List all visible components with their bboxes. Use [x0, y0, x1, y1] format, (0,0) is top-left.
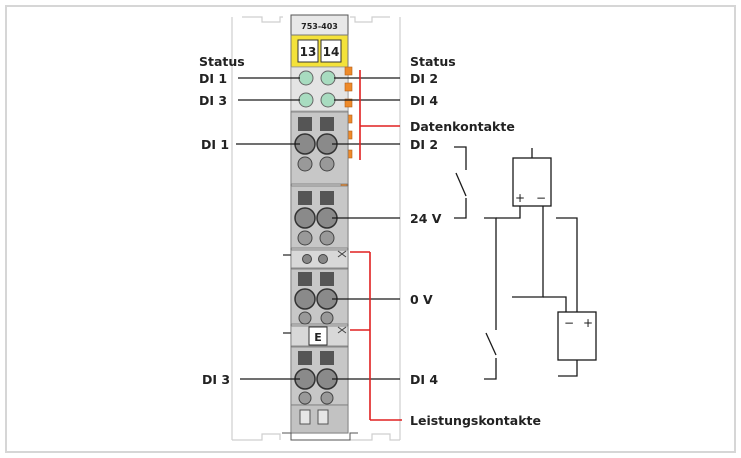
datenkontakte-label: Datenkontakte — [410, 119, 515, 134]
channel-number-right: 14 — [323, 45, 340, 59]
di4-led-label: DI 4 — [410, 93, 438, 108]
io-module: 753-403 13 14 — [282, 14, 358, 441]
svg-text:+: + — [583, 316, 593, 330]
supply-0v-label: 0 V — [410, 292, 433, 307]
power-contacts-bracket — [350, 251, 402, 421]
svg-text:−: − — [564, 316, 574, 330]
supply-24v-label: 24 V — [410, 211, 442, 226]
svg-text:−: − — [536, 191, 546, 205]
earth-marker-label: E — [314, 331, 322, 344]
release-button-7 — [298, 351, 312, 365]
led-di4 — [320, 92, 336, 108]
led-di3 — [298, 92, 314, 108]
di2-led-label: DI 2 — [410, 71, 438, 86]
di1-led-label: DI 1 — [199, 71, 227, 86]
led-di2 — [320, 70, 336, 86]
release-button-5 — [298, 272, 312, 286]
din-rail-carrier — [231, 16, 401, 441]
release-button-6 — [320, 272, 334, 286]
di3-led-label: DI 3 — [199, 93, 227, 108]
release-button-4 — [320, 191, 334, 205]
di2-terminal-label: DI 2 — [410, 137, 438, 152]
release-button-2 — [320, 117, 334, 131]
external-wiring — [454, 146, 597, 380]
data-contacts-bracket — [359, 70, 400, 160]
status-label-right: Status — [410, 54, 456, 69]
svg-text:+: + — [515, 191, 525, 205]
terminal-24v-a — [294, 207, 316, 229]
release-button-3 — [298, 191, 312, 205]
leistungskontakte-label: Leistungskontakte — [410, 413, 541, 428]
terminal-0v-a — [294, 288, 316, 310]
di3-terminal-label: DI 3 — [202, 372, 230, 387]
di1-terminal-label: DI 1 — [201, 137, 229, 152]
release-button-1 — [298, 117, 312, 131]
part-number-label: 753-403 — [301, 22, 338, 31]
led-di1 — [298, 70, 314, 86]
release-button-8 — [320, 351, 334, 365]
leader-lines — [236, 77, 400, 380]
di4-terminal-label: DI 4 — [410, 372, 438, 387]
status-label-left: Status — [199, 54, 245, 69]
earth-marker — [308, 326, 328, 346]
led-panel — [290, 66, 349, 112]
supply-polarity: + − − + — [515, 191, 593, 330]
channel-number-left: 13 — [300, 45, 317, 59]
